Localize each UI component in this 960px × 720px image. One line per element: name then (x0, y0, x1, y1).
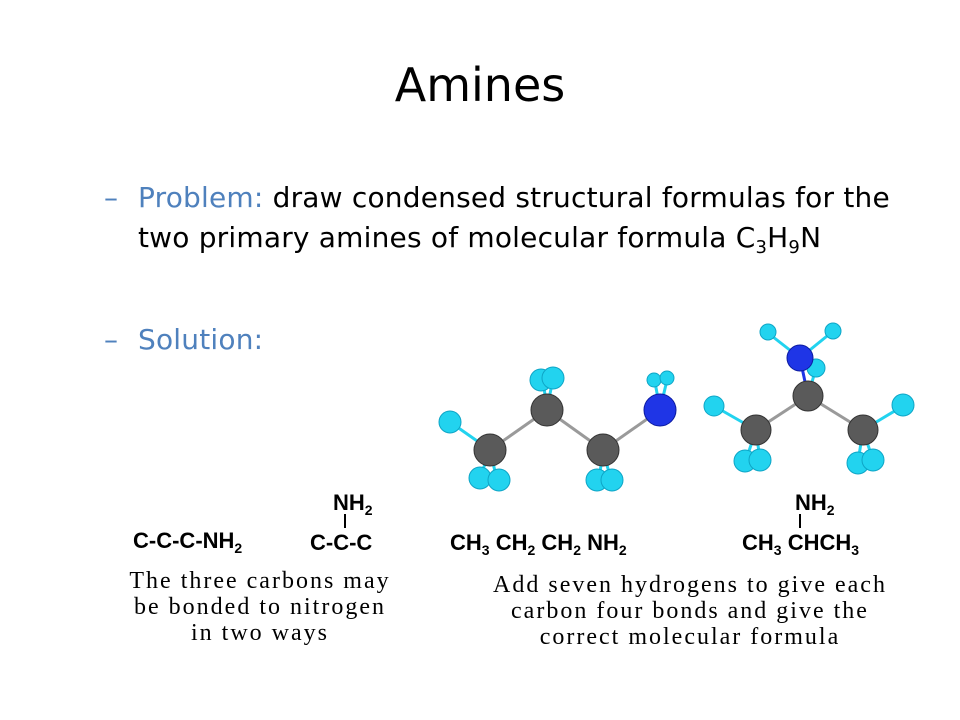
propylamine-model (438, 366, 677, 492)
skeleton-formula-1: C-C-C-NH2 (133, 528, 243, 556)
bullet-dash: – (104, 181, 119, 214)
bond-line (799, 514, 801, 528)
skeleton-formula-2: C-C-C (310, 530, 373, 555)
solution-keyword: Solution: (138, 323, 264, 356)
isopropylamine-formula: CH3 CHCH3 (742, 530, 860, 558)
problem-keyword: Problem: (138, 181, 264, 214)
isopropylamine-amino: NH2 (795, 490, 835, 518)
caption-left: The three carbons may be bonded to nitro… (129, 568, 391, 646)
isopropylamine-model (703, 322, 915, 475)
skeleton-formula-2-amino: NH2 (333, 490, 373, 518)
bond-line (344, 514, 346, 528)
bullet-dash: – (104, 323, 119, 356)
molecular-formula: C3H9N (735, 221, 822, 258)
problem-text: draw condensed structural formulas for t… (138, 181, 890, 254)
caption-right: Add seven hydrogens to give each carbon … (493, 572, 887, 650)
propylamine-formula: CH3 CH2 CH2 NH2 (450, 530, 627, 558)
solution-bullet: – Solution: (104, 320, 263, 360)
slide-title: Amines (394, 58, 566, 112)
problem-bullet: – Problem: draw condensed structural for… (104, 178, 894, 258)
